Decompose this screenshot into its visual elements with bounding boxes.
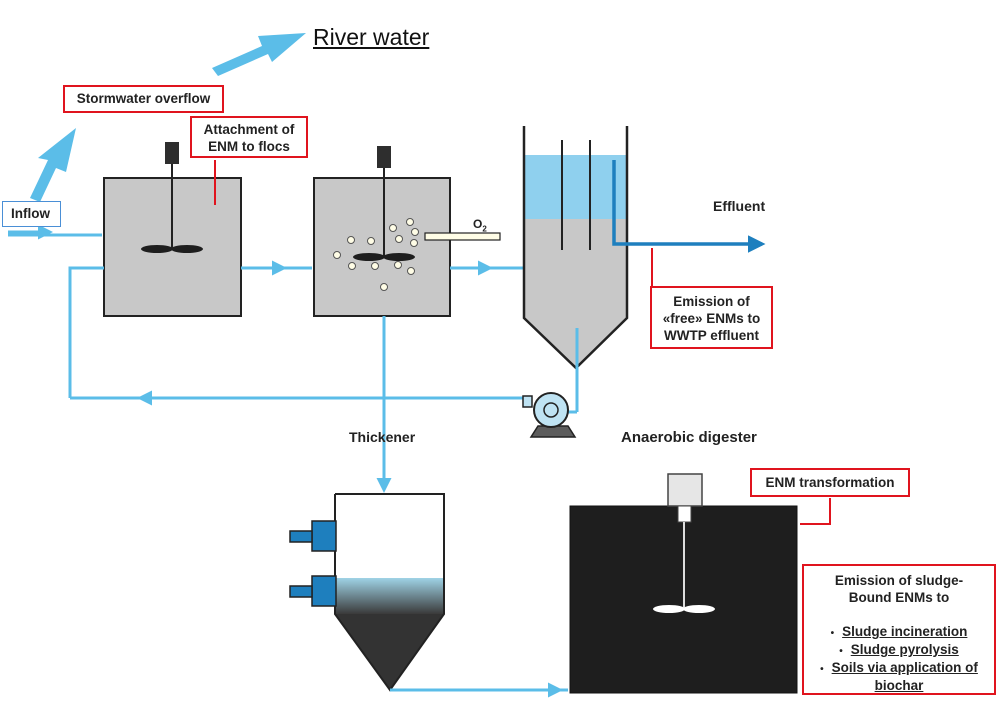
effluent-label: Effluent [713, 198, 766, 214]
thickener-label: Thickener [349, 429, 416, 445]
list-item: •Sludge incineration [830, 624, 968, 639]
attachment-line-1: Attachment of [203, 122, 295, 137]
o2-sub: 2 [482, 224, 487, 234]
attachment-callout: Attachment of ENM to flocs [190, 116, 308, 158]
stormwater-overflow-callout: Stormwater overflow [63, 85, 224, 113]
emission-free-line-3: WWTP effluent [664, 328, 759, 343]
impeller-1 [141, 245, 173, 253]
list-item: •Sludge pyrolysis [839, 642, 959, 657]
emission-sludge-callout: Emission of sludge- Bound ENMs to •Sludg… [802, 564, 996, 695]
impeller-2 [353, 253, 385, 261]
inflow-label: Inflow [2, 201, 61, 227]
clarifier-water [524, 155, 627, 219]
pump-icon [522, 392, 577, 438]
transformation-leader [800, 498, 831, 525]
river-water-label: River water [313, 24, 430, 50]
emission-sludge-title-1: Emission of sludge- [834, 573, 964, 588]
thickener-gradient [335, 578, 444, 614]
anaerobic-digester-label: Anaerobic digester [621, 429, 757, 446]
list-item: biochar [874, 678, 924, 693]
emission-free-line-2: «free» ENMs to [662, 311, 761, 326]
emission-free-callout: Emission of «free» ENMs to WWTP effluent [650, 286, 773, 349]
o2-injector [424, 232, 501, 241]
bubble-icon [333, 218, 419, 291]
effluent-pipe [612, 160, 766, 253]
river-arrow [212, 33, 306, 76]
tank-2 [313, 177, 451, 317]
enm-transformation-callout: ENM transformation [750, 468, 910, 497]
overflow-arrow [30, 128, 76, 202]
emission-free-line-1: Emission of [673, 294, 750, 309]
motor-2 [377, 146, 391, 168]
motor-1 [165, 142, 179, 164]
emission-sludge-list: •Sludge incineration •Sludge pyrolysis •… [804, 624, 994, 694]
emission-sludge-title-2: Bound ENMs to [848, 590, 950, 605]
o2-text: O [473, 217, 483, 231]
digester-motor [667, 473, 703, 507]
attachment-line-2: ENM to flocs [208, 139, 290, 154]
thickener-valves [289, 520, 337, 607]
list-item: •Soils via application of [820, 660, 978, 675]
o2-label: O2 [473, 217, 487, 233]
